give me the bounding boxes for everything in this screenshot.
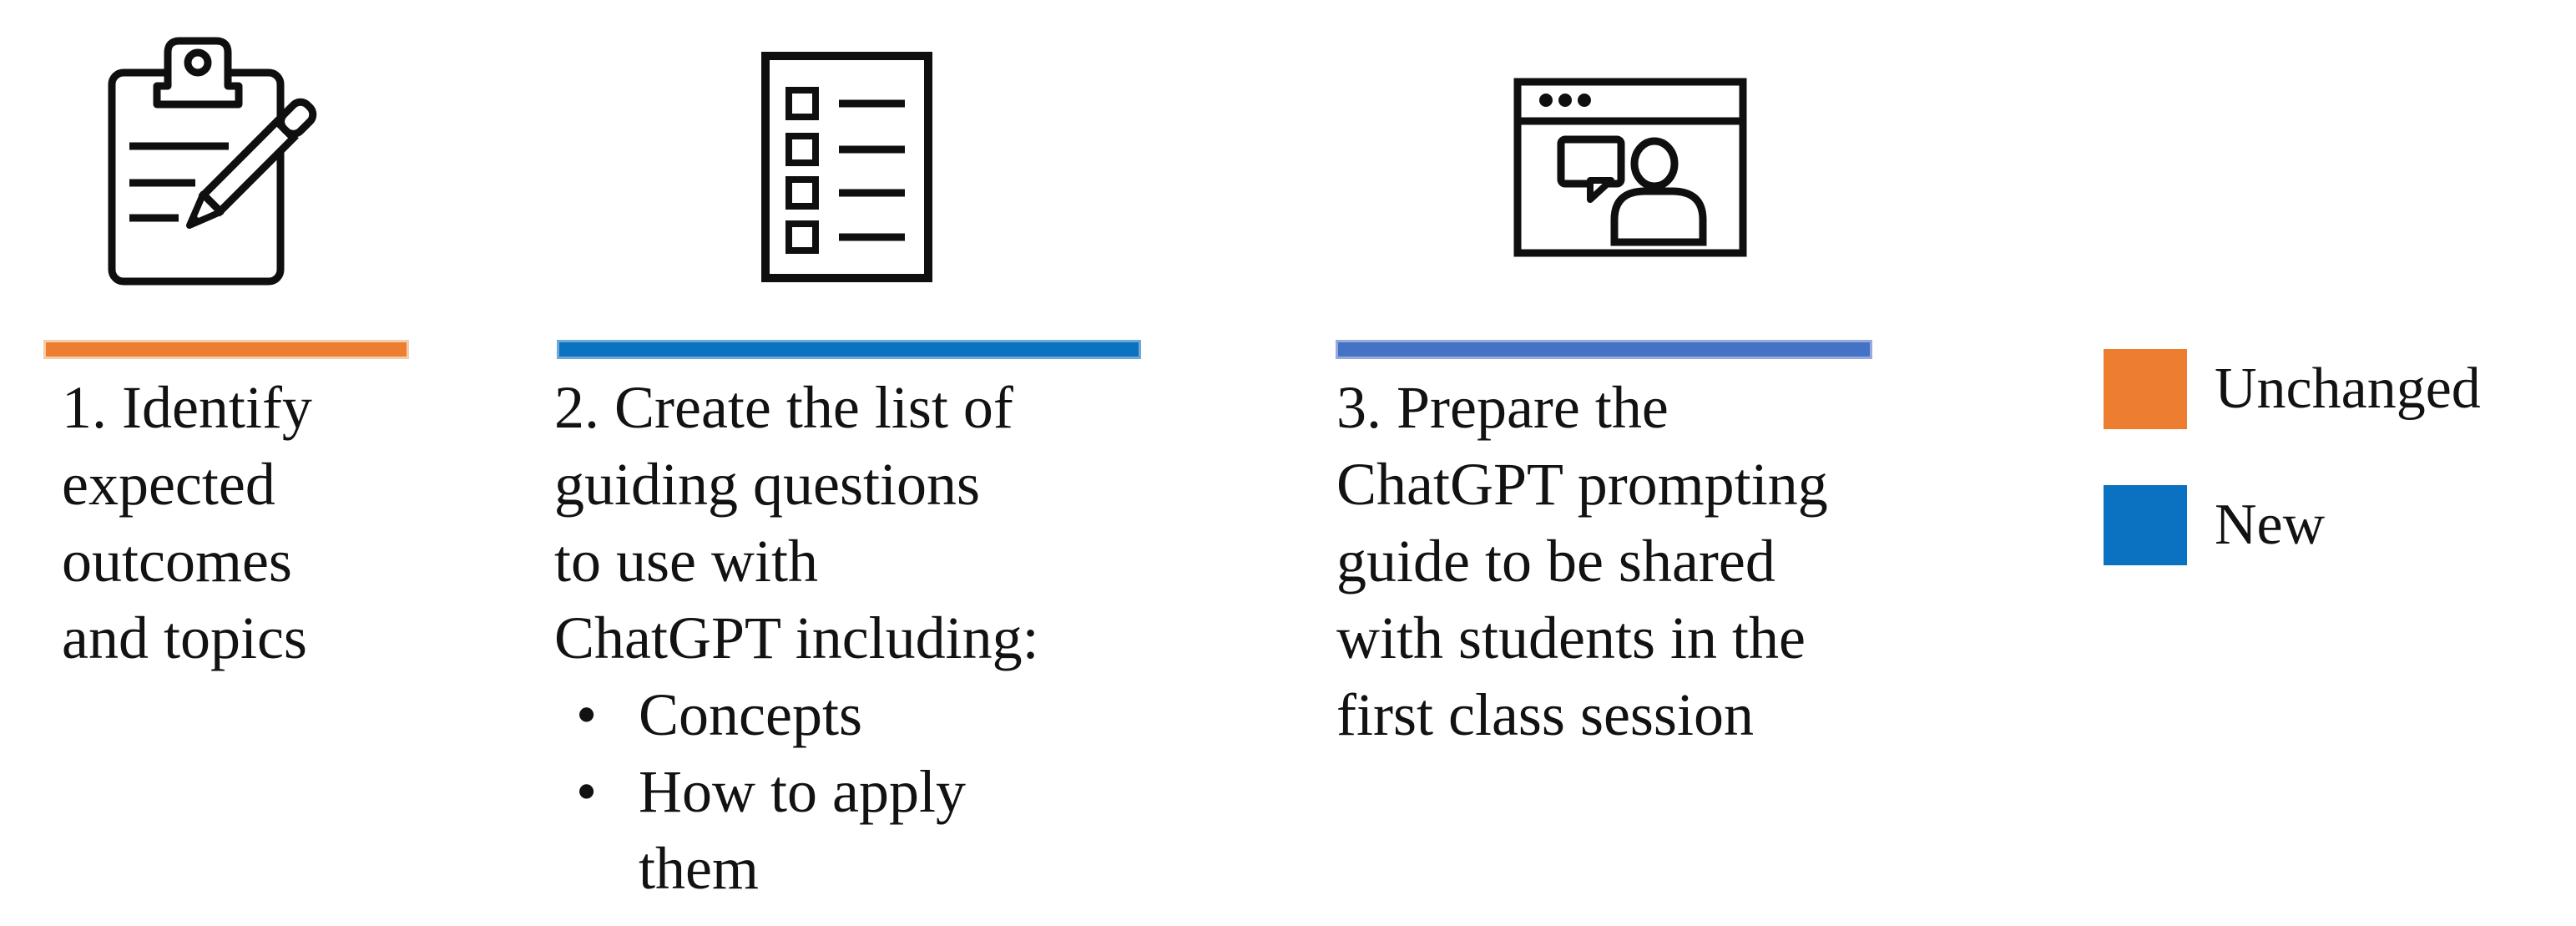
bullet-text: Concepts: [639, 681, 862, 748]
browser-chat-icon-svg: [1513, 78, 1747, 257]
bullet-icon: •: [576, 681, 598, 748]
step-1-color-bar: [43, 340, 409, 359]
new-swatch: [2104, 485, 2187, 565]
list-item: • How to apply them: [554, 753, 966, 907]
legend-label: New: [2215, 493, 2326, 557]
bullet-icon: •: [576, 758, 598, 825]
clipboard-pencil-icon: [107, 35, 326, 289]
step-1-description: 1. Identify expected outcomes and topics: [62, 374, 312, 671]
legend-item-unchanged: Unchanged: [2104, 349, 2481, 429]
clipboard-pencil-icon-svg: [108, 37, 317, 286]
bullet-text: How to apply them: [639, 758, 966, 902]
step-2-color-bar: [557, 340, 1141, 359]
checklist-icon: [761, 52, 932, 282]
checklist-icon-svg: [761, 52, 932, 282]
step-2-description: 2. Create the list of guiding questions …: [554, 374, 1039, 671]
unchanged-swatch: [2104, 349, 2187, 429]
step-3-description: 3. Prepare the ChatGPT prompting guide t…: [1336, 374, 1828, 748]
step-2-bullet-list: • Concepts • How to apply them: [554, 676, 966, 907]
browser-chat-icon: [1513, 78, 1747, 257]
legend-item-new: New: [2104, 485, 2481, 565]
step-3-color-bar: [1336, 340, 1872, 359]
legend-label: Unchanged: [2215, 357, 2481, 421]
list-item: • Concepts: [554, 676, 966, 753]
legend: Unchanged New: [2104, 349, 2481, 565]
